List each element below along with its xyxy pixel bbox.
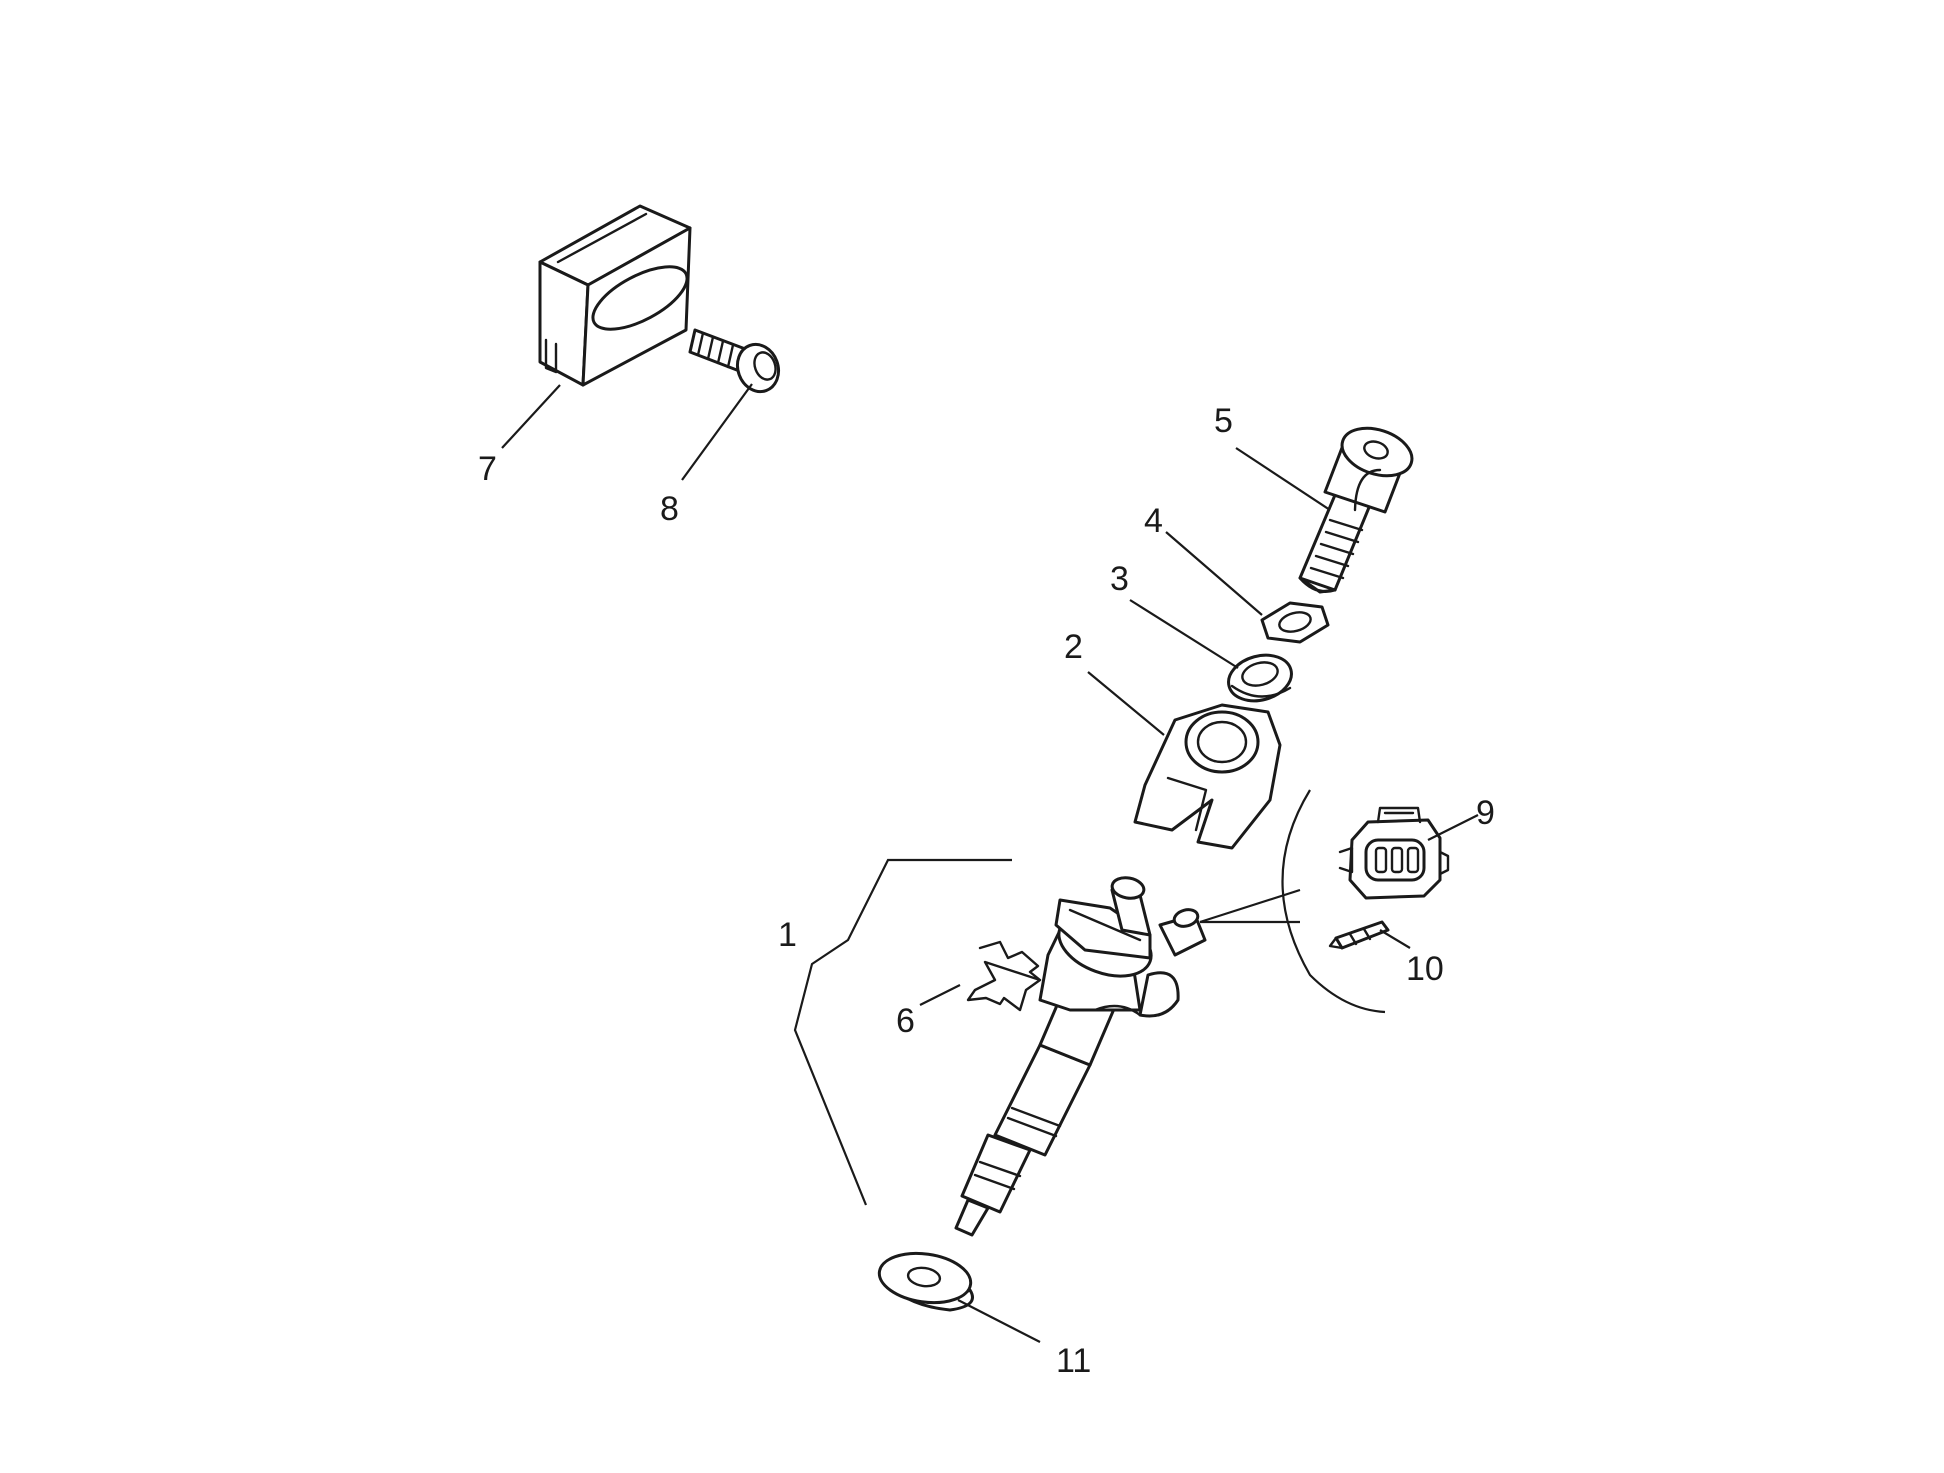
callout-5: 5: [1214, 402, 1233, 440]
part-5-bolt: [1298, 426, 1414, 594]
part-7-cover: [538, 204, 692, 387]
callout-11: 11: [1056, 1342, 1091, 1380]
part-1-injector: [954, 876, 1207, 1237]
callout-7: 7: [478, 450, 497, 488]
callout-8: 8: [660, 490, 679, 528]
part-9-connector-plug: [1338, 806, 1450, 900]
leader-lines: [501, 383, 1479, 1343]
part-4-nut: [1260, 601, 1330, 644]
callout-10: 10: [1406, 950, 1444, 988]
part-3-washer: [1227, 653, 1293, 703]
part-10-pin: [1328, 920, 1390, 950]
part-8-screw: [688, 328, 781, 394]
callout-1: 1: [778, 916, 797, 954]
callout-2: 2: [1064, 628, 1083, 666]
part-11-seal-washer: [877, 1251, 974, 1312]
callout-3: 3: [1110, 560, 1129, 598]
part-6-clip: [966, 940, 1042, 1012]
part-2-clamp: [1133, 703, 1282, 850]
inset-bracket-arc: [1281, 789, 1386, 1014]
callout-4: 4: [1144, 502, 1163, 540]
callout-6: 6: [896, 1002, 915, 1040]
callout-9: 9: [1476, 794, 1495, 832]
